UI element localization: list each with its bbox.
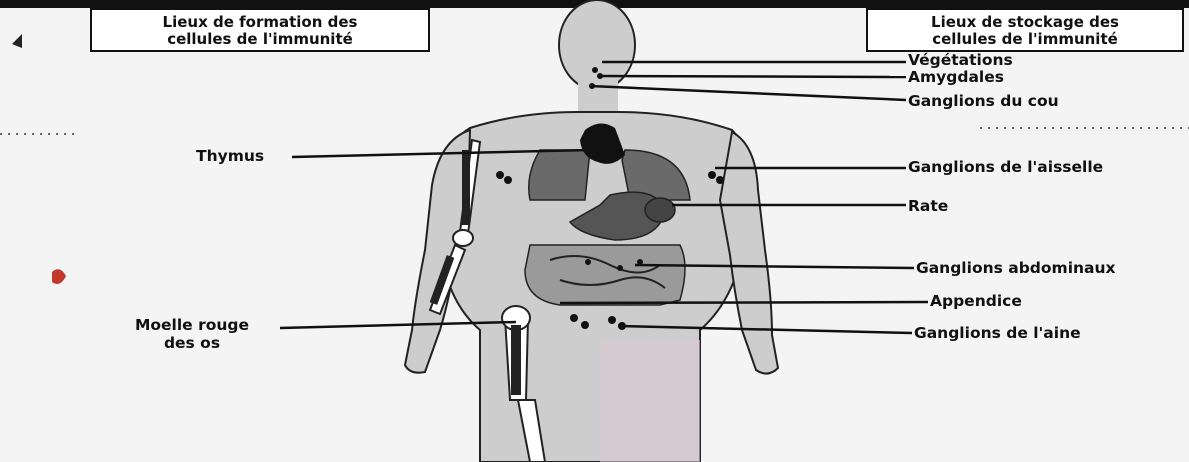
label-thymus: Thymus [196, 147, 264, 165]
label-ganglions-aine: Ganglions de l'aine [914, 324, 1081, 342]
stockage-box: Lieux de stockage des cellules de l'immu… [866, 8, 1184, 52]
line-appendice [560, 302, 928, 303]
label-ganglions-aisselle: Ganglions de l'aisselle [908, 158, 1103, 176]
stockage-title-line2: cellules de l'immunité [868, 31, 1182, 48]
label-ganglions-abdominaux: Ganglions abdominaux [916, 259, 1116, 277]
label-moelle-line2: des os [104, 334, 280, 352]
line-amygdales [598, 76, 906, 77]
label-moelle-line1: Moelle rouge [104, 316, 280, 334]
intestines [525, 245, 685, 305]
label-amygdales: Amygdales [908, 68, 1004, 86]
line-ganglions-cou [590, 86, 906, 100]
pen-mark-black [12, 34, 22, 48]
label-moelle: Moelle rouge des os [104, 316, 280, 352]
label-vegetations: Végétations [908, 51, 1013, 69]
formation-title-line2: cellules de l'immunité [92, 31, 428, 48]
leg-shading [600, 340, 700, 462]
label-appendice: Appendice [930, 292, 1022, 310]
pen-mark-red [52, 269, 66, 284]
label-ganglions-cou: Ganglions du cou [908, 92, 1059, 110]
spleen [645, 198, 675, 222]
label-rate: Rate [908, 197, 948, 215]
stockage-title-line1: Lieux de stockage des [868, 14, 1182, 31]
formation-title-line1: Lieux de formation des [92, 14, 428, 31]
formation-box: Lieux de formation des cellules de l'imm… [90, 8, 430, 52]
